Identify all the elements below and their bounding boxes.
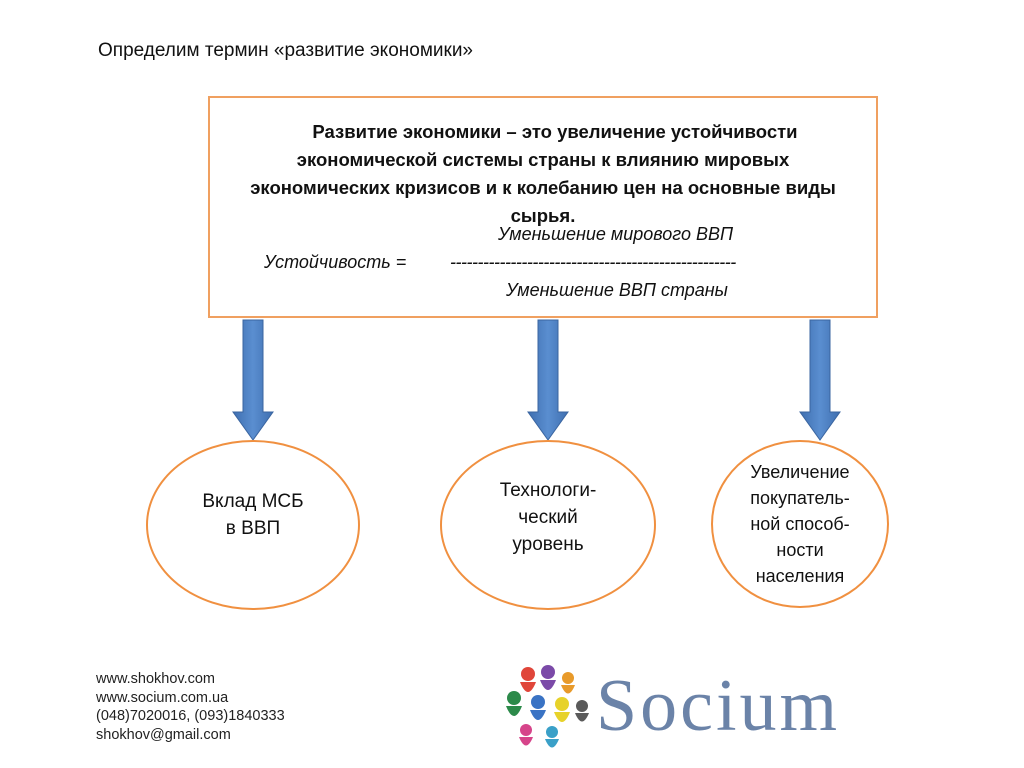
formula-numerator: Уменьшение мирового ВВП [498, 224, 734, 244]
socium-logo: Socium [500, 660, 930, 760]
circle-label: Вклад МСБ в ВВП [202, 491, 304, 539]
circle-label: Технологи- ческий уровень [499, 479, 597, 555]
contacts-block: www.shokhov.com www.socium.com.ua (048)7… [96, 670, 285, 744]
contact-site-socium[interactable]: www.socium.com.ua [96, 689, 229, 706]
stability-formula: Уменьшение мирового ВВП Устойчивость = -… [210, 222, 876, 312]
logo-text: Socium [596, 665, 841, 747]
people-cluster-icon [506, 665, 589, 748]
circle-sme-contribution: Вклад МСБ в ВВП [146, 440, 360, 610]
definition-box: Развитие экономики – это увеличение усто… [208, 96, 878, 318]
formula-denominator: Уменьшение ВВП страны [506, 280, 728, 300]
contact-email[interactable]: shokhov@gmail.com [96, 726, 231, 743]
down-arrow-right [799, 319, 841, 441]
down-arrow-left [232, 319, 274, 441]
page-title: Определим термин «развитие экономики» [98, 40, 473, 61]
contact-site-shokhov[interactable]: www.shokhov.com [96, 671, 215, 687]
definition-text: Развитие экономики – это увеличение усто… [250, 121, 836, 226]
circle-label: Увеличение покупатель- ной способ- ности… [750, 462, 850, 586]
formula-fraction-line: ----------------------------------------… [450, 252, 736, 272]
circle-purchasing-power: Увеличение покупатель- ной способ- ности… [711, 440, 889, 608]
circle-technology-level: Технологи- ческий уровень [440, 440, 656, 610]
down-arrow-center [527, 319, 569, 441]
contact-phones: (048)7020016, (093)1840333 [96, 708, 285, 724]
formula-lhs: Устойчивость = [264, 252, 407, 272]
